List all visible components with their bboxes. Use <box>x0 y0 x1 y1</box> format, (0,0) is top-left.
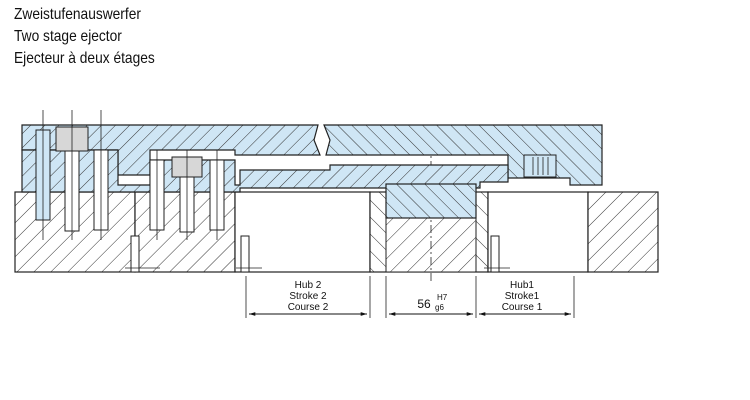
bore-tolerance-upper: H7 <box>437 293 448 302</box>
bore-tolerance-lower: g6 <box>435 303 444 312</box>
mould-plate <box>14 145 659 282</box>
dowel-pin-left <box>130 235 140 273</box>
plate-left-cavity <box>234 191 371 273</box>
title-english: Two stage ejector <box>14 28 122 45</box>
stroke1-label-de: Hub1 <box>510 280 534 291</box>
ejector-plates <box>21 124 603 219</box>
screws <box>35 110 225 240</box>
stroke2-label-de: Hub 2 <box>295 280 322 291</box>
plate-right-cavity <box>487 191 589 273</box>
bore-diameter-value: 56 <box>417 297 431 311</box>
stroke-limiter-plate <box>385 183 477 219</box>
stroke2-label-fr: Course 2 <box>288 302 329 313</box>
dowel-pin-mid <box>240 235 250 273</box>
title-german: Zweistufenauswerfer <box>14 6 141 23</box>
dowel-pin-right <box>490 235 500 273</box>
title-block: Zweistufenauswerfer Two stage ejector Ej… <box>14 4 178 70</box>
title-french: Ejecteur à deux étages <box>14 50 155 67</box>
stroke1-label-fr: Course 1 <box>502 302 543 313</box>
stroke1-label-en: Stroke1 <box>505 291 540 302</box>
plate-right-section <box>587 191 659 273</box>
stroke2-label-en: Stroke 2 <box>289 291 327 302</box>
dimension-lines: Hub 2 Stroke 2 Course 2 56 H7 g6 Hub1 St… <box>245 276 575 318</box>
latch-element <box>523 154 557 178</box>
